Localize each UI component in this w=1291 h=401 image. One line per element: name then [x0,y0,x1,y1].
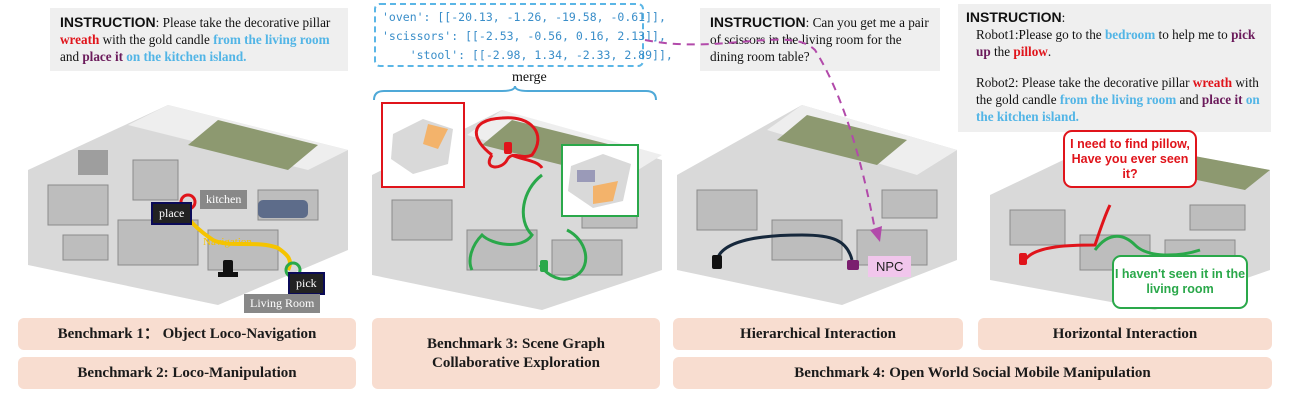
scene-graph-box: 'oven': [[-20.13, -1.26, -19.58, -0.61]]… [374,3,673,67]
navigation-label: Navigation [203,236,252,248]
instruction-object: wreath [1192,75,1233,90]
instruction-text: to help me to [1155,27,1232,42]
green-map-inset [561,144,639,217]
merge-label: merge [512,70,547,85]
benchmark-3-label: Benchmark 3: Scene Graph Collaborative E… [372,318,660,389]
hierarchical-interaction-label: Hierarchical Interaction [673,318,963,350]
robot1-speech-bubble: I need to find pillow, Have you ever see… [1063,130,1197,188]
red-map-inset [381,102,465,188]
instruction-text: Robot2: Please take the decorative pilla… [976,75,1193,90]
instruction-location: on the kitchen island. [976,92,1260,124]
robot2-instruction: Robot2: Please take the decorative pilla… [966,74,1263,125]
instruction-action: pick up [976,27,1256,59]
instruction-text: with the gold candle [99,32,214,47]
robot2-speech-bubble: I haven't seen it in the living room [1112,255,1248,309]
horizontal-interaction-label: Horizontal Interaction [978,318,1272,350]
instruction-head: INSTRUCTION [966,9,1062,25]
instruction-box-4: INSTRUCTION: Robot1:Please go to the bed… [958,4,1271,132]
instruction-object: wreath [60,32,100,47]
code-line: 'stool': [[-2.98, 1.34, -2.33, 2.89]], [382,48,673,62]
instruction-box-3: INSTRUCTION: Can you get me a pair of sc… [700,8,940,71]
instruction-text: : Please take the decorative pillar [155,15,331,30]
benchmark-1-label: Benchmark 1： Object Loco-Navigation [18,318,356,350]
communication-arrow [644,38,882,242]
instruction-text: and [60,49,83,64]
instruction-text: and [1176,92,1202,107]
npc-label: NPC [868,256,912,277]
benchmark-2-label: Benchmark 2: Loco-Manipulation [18,357,356,389]
instruction-head: INSTRUCTION [60,14,156,30]
benchmark-4-label: Benchmark 4: Open World Social Mobile Ma… [673,357,1272,389]
merge-brace [373,86,657,101]
instruction-colon: : [1061,10,1066,25]
robot1-instruction: Robot1:Please go to the bedroom to help … [966,26,1263,60]
benchmark-3-line2: Collaborative Exploration [432,354,600,371]
place-label: place [151,202,193,225]
code-line: 'oven': [[-20.13, -1.26, -19.58, -0.61]]… [382,10,666,24]
instruction-text: Robot1:Please go to the [976,27,1105,42]
instruction-object: pillow [1013,44,1048,59]
instruction-location: bedroom [1104,27,1156,42]
instruction-action: place it [82,49,123,64]
instruction-head: INSTRUCTION [710,14,806,30]
instruction-box-1: INSTRUCTION: Please take the decorative … [50,8,348,71]
code-line: 'scissors': [[-2.53, -0.56, 0.16, 2.13]]… [382,29,666,43]
instruction-text: : Can you get me a pair of scissors in t… [710,15,929,64]
benchmark-3-line1: Benchmark 3: Scene Graph [427,335,605,352]
pick-label: pick [288,272,325,295]
instruction-text: with the gold candle [976,75,1259,107]
instruction-location: from the living room [213,32,330,47]
kitchen-label: kitchen [200,190,248,209]
instruction-location: on the kitchen island. [123,49,247,64]
instruction-action: place it [1201,92,1243,107]
instruction-location: from the living room [1059,92,1177,107]
instruction-text: . [1047,44,1052,59]
house-floorplan-3 [677,105,957,305]
living-room-label: Living Room [244,294,321,313]
instruction-text: the [990,44,1014,59]
